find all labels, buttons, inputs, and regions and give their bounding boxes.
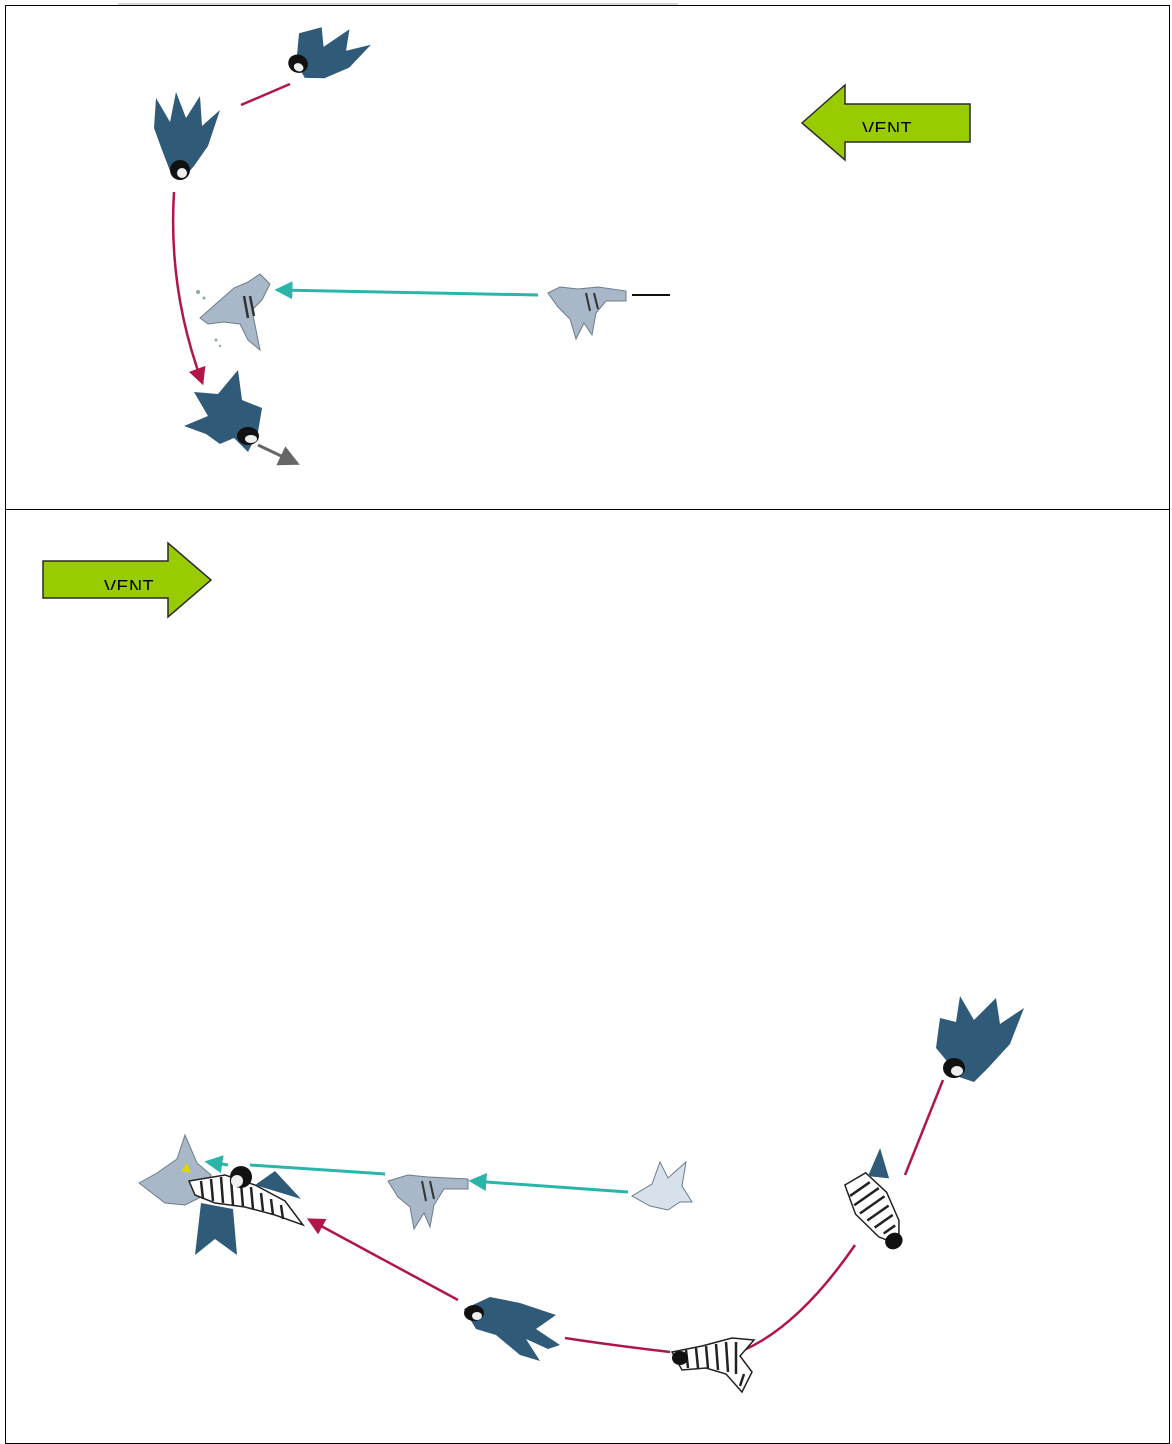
falcon-path <box>905 1080 943 1175</box>
wind-label-top: VENT <box>862 118 912 132</box>
falcon-silhouette-icon <box>464 1297 560 1361</box>
barred-falcon-icon <box>672 1338 754 1392</box>
falcon-path <box>744 1245 855 1350</box>
falcon-path <box>241 84 290 105</box>
pigeon-icon <box>196 274 270 350</box>
falcon-silhouette-icon <box>283 11 373 98</box>
pigeon-icon <box>388 1175 468 1229</box>
capture-scene <box>139 1135 303 1255</box>
pigeon-path <box>278 290 538 295</box>
wind-label-bottom: VENT <box>104 576 154 590</box>
barred-falcon-icon <box>833 1148 933 1257</box>
falcon-silhouette-icon <box>184 370 262 452</box>
pigeon-path <box>250 1165 385 1174</box>
pigeon-path <box>472 1181 628 1192</box>
pigeon-path <box>208 1162 228 1165</box>
falcon-silhouette-icon <box>154 92 220 180</box>
pigeon-icon <box>632 1162 692 1210</box>
pigeon-icon <box>548 287 626 339</box>
falcon-path <box>565 1338 670 1352</box>
escape-arrow <box>258 445 296 463</box>
falcon-silhouette-icon <box>936 996 1024 1082</box>
falcon-path <box>173 192 202 382</box>
falcon-path <box>310 1220 458 1300</box>
